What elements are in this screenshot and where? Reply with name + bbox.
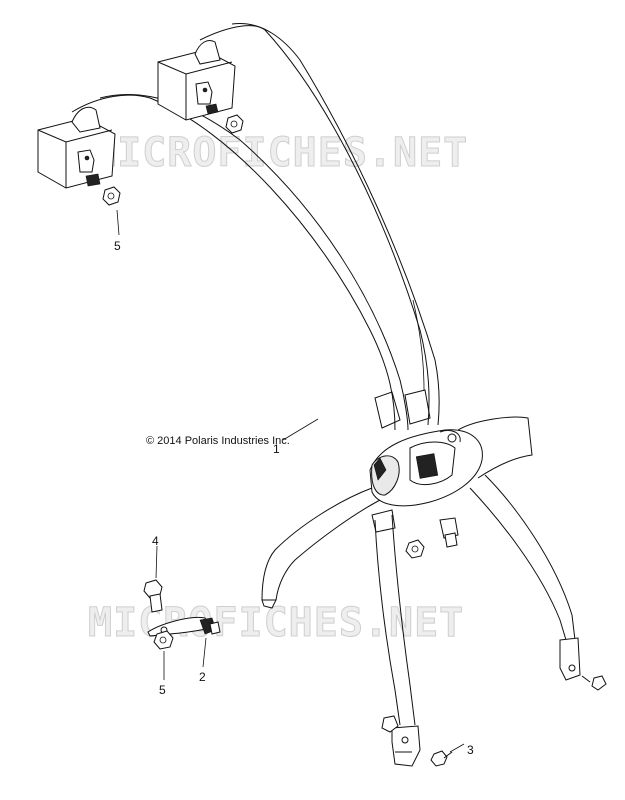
bolt-item-3: [430, 750, 453, 767]
callout-1: 1: [273, 442, 280, 456]
leader-4: [155, 545, 158, 579]
bolt-right-anchor: [581, 675, 607, 691]
seat-belt-assembly: [71, 22, 607, 767]
watermark-bottom: MICROFICHES.NET: [88, 600, 464, 646]
bolt-item-4: [143, 579, 163, 613]
nut-near-buckle: [405, 539, 425, 559]
bracket-item-2: [147, 616, 221, 637]
leader-3: [449, 743, 465, 753]
retractor-left: [37, 106, 121, 206]
leader-1: [282, 418, 319, 441]
retractor-upper: [157, 40, 244, 134]
bolt-bottom-anchor: [381, 715, 399, 733]
watermark-top: MICROFICHES.NET: [92, 130, 468, 176]
leader-2: [202, 637, 207, 668]
callout-5-bottom: 5: [159, 683, 166, 697]
copyright-text: © 2014 Polaris Industries Inc.: [146, 435, 290, 447]
leader-5-top: [116, 209, 120, 236]
callout-5-top: 5: [114, 239, 121, 253]
bolt-near-buckle: [439, 517, 459, 548]
callout-3: 3: [467, 743, 474, 757]
nut-item-5-lower: [153, 630, 174, 650]
callout-2: 2: [199, 670, 206, 684]
callout-4: 4: [152, 534, 159, 548]
